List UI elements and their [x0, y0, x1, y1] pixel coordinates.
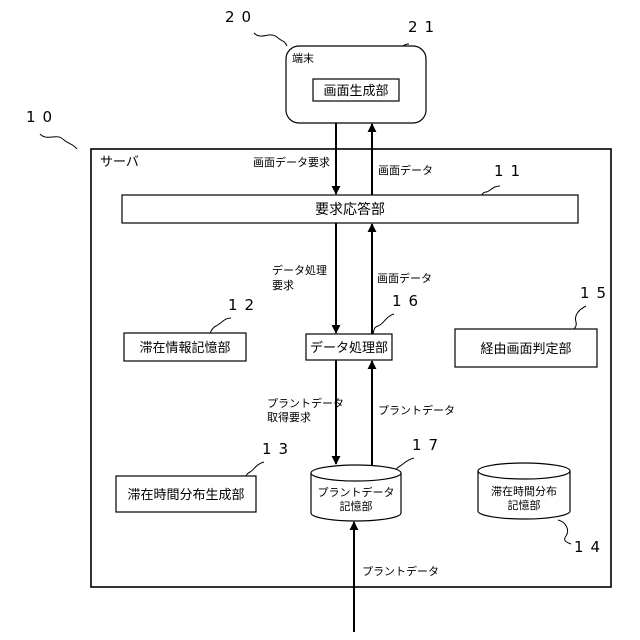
plant-data-get-label-line1: プラントデータ	[267, 396, 344, 410]
data-proc-request-label-line2: 要求	[272, 279, 294, 292]
screen-gen-ref-number: 21	[408, 18, 441, 36]
server-leader-squiggle	[40, 134, 77, 149]
server-ref-number: 10	[26, 108, 59, 126]
data-processing-label: データ処理部	[310, 340, 388, 356]
stay-info-storage-label: 滞在情報記憶部	[139, 340, 230, 356]
plant-data-in-label: プラントデータ	[362, 564, 439, 578]
plant-data-storage-ref-number: 17	[412, 436, 445, 454]
plant-data-storage-label-line1: プラントデータ	[318, 485, 395, 499]
stay-time-dist-storage-label-line2: 記憶部	[508, 498, 541, 512]
request-response-ref-number: 11	[494, 162, 527, 180]
request-response-label: 要求応答部	[315, 201, 385, 218]
terminal-leader-squiggle	[254, 33, 287, 46]
server-title: サーバ	[100, 155, 139, 170]
terminal-title: 端末	[292, 51, 314, 65]
data-processing-ref-number: 16	[392, 292, 425, 310]
plant-data-get-label-line2: 取得要求	[267, 411, 311, 424]
stay-time-dist-gen-label: 滞在時間分布生成部	[127, 488, 244, 503]
stay-time-dist-storage-ref-number: 14	[574, 538, 607, 556]
stay-time-dist-storage-label-line1: 滞在時間分布	[491, 485, 557, 498]
stay-time-dist-gen-ref-number: 13	[262, 440, 295, 458]
screen-data-up2-label: 画面データ	[377, 271, 432, 285]
route-screen-judge-label: 経由画面判定部	[480, 342, 571, 357]
stay-info-storage-ref-number: 12	[228, 296, 261, 314]
plant-data-up-label: プラントデータ	[378, 403, 455, 417]
screen-gen-label: 画面生成部	[323, 84, 388, 99]
terminal-ref-number: 20	[225, 8, 258, 26]
route-screen-judge-ref-number: 15	[580, 284, 613, 302]
screen-data-up1-label: 画面データ	[378, 163, 433, 177]
plant-data-storage-label-line2: 記憶部	[340, 499, 373, 513]
screen-data-request-label: 画面データ要求	[253, 155, 330, 169]
data-proc-request-label-line1: データ処理	[272, 263, 327, 277]
